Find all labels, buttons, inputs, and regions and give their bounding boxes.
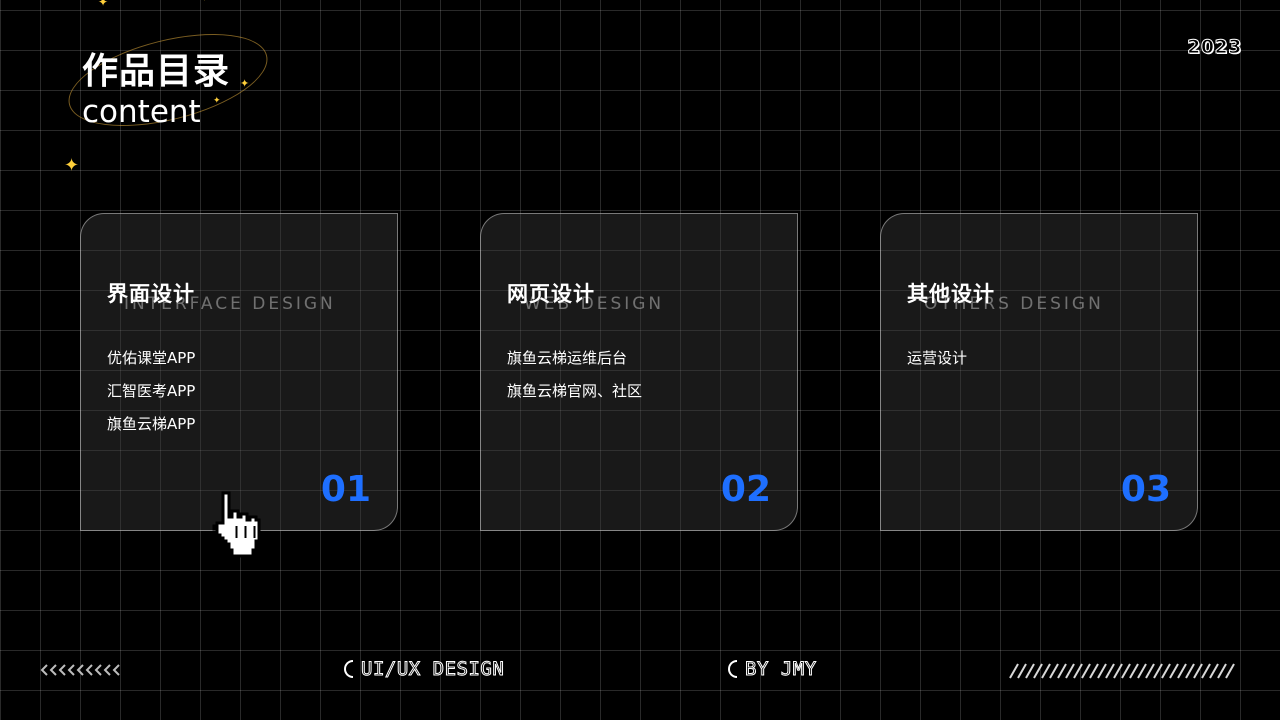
card-number: 02 [720,469,771,510]
card-number: 01 [320,469,371,510]
page-title: 作品目录 [82,51,231,92]
footer-author-text: BY JMY [745,658,817,681]
list-item: 旗鱼云梯官网、社区 [507,382,643,400]
card-title-en: INTERFACE DESIGN [124,294,336,314]
card-others-design[interactable]: OTHERS DESIGN 其他设计 运营设计 03 [880,213,1198,531]
list-item: 优佑课堂APP [107,349,196,367]
card-title: 网页设计 [507,282,595,306]
year-label: 2023 [1187,36,1242,59]
footer-design-text: UI/UX DESIGN [360,658,505,681]
decorative-slash-stripes [1009,663,1235,679]
list-item: 旗鱼云梯APP [107,415,196,433]
card-title-en: WEB DESIGN [524,294,665,314]
card-title-en: OTHERS DESIGN [924,294,1104,314]
sparkle-star-icon: ✦ [64,155,80,176]
page-header: 作品目录 content [82,50,230,132]
card-heading: WEB DESIGN 网页设计 [507,278,787,314]
pointer-hand-icon [212,491,261,558]
list-item: 汇智医考APP [107,382,196,400]
list-item: 旗鱼云梯运维后台 [507,349,628,367]
sparkle-star-icon: ✦ [98,0,109,9]
card-item-list: 运营设计 [907,342,967,375]
sparkle-star-icon: ✦ [213,96,221,106]
footer-author-label: BY JMY [728,658,817,681]
page-subtitle: content [82,94,201,130]
chevron-left-icon [40,664,120,676]
card-item-list: 旗鱼云梯运维后台 旗鱼云梯官网、社区 [507,342,642,408]
list-item: 运营设计 [907,349,968,367]
crescent-moon-icon [344,660,353,678]
card-web-design[interactable]: WEB DESIGN 网页设计 旗鱼云梯运维后台 旗鱼云梯官网、社区 02 [480,213,798,531]
footer-design-label: UI/UX DESIGN [344,658,505,681]
card-title: 其他设计 [907,282,995,306]
card-heading: OTHERS DESIGN 其他设计 [907,278,1187,314]
card-interface-design[interactable]: INTERFACE DESIGN 界面设计 优佑课堂APP 汇智医考APP 旗鱼… [80,213,398,531]
sparkle-star-icon: ✦ [200,0,208,4]
sparkle-star-icon: ✦ [240,77,250,90]
card-heading: INTERFACE DESIGN 界面设计 [107,278,387,314]
card-title: 界面设计 [107,282,195,306]
card-item-list: 优佑课堂APP 汇智医考APP 旗鱼云梯APP [107,342,195,441]
card-number: 03 [1120,469,1171,510]
crescent-moon-icon [728,660,737,678]
